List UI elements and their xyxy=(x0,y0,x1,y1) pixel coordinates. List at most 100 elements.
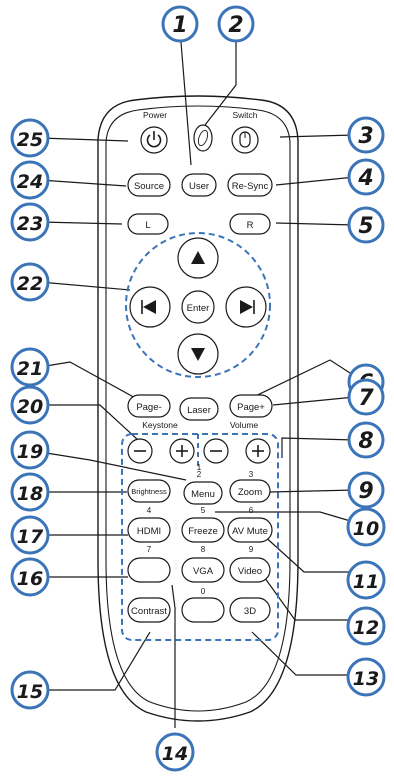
digit-8: 8 xyxy=(201,545,206,554)
vga-button[interactable]: VGA xyxy=(181,557,225,583)
video-button[interactable]: Video xyxy=(229,557,271,583)
svg-text:12: 12 xyxy=(353,617,379,639)
svg-text:11: 11 xyxy=(353,571,379,593)
svg-text:Video: Video xyxy=(238,566,262,577)
down-arrow-icon xyxy=(191,348,205,361)
menu-button[interactable]: Menu xyxy=(183,481,223,505)
callout-17: 17 xyxy=(10,515,50,555)
svg-text:Page+: Page+ xyxy=(237,402,265,413)
callout-19: 19 xyxy=(10,430,50,470)
svg-text:18: 18 xyxy=(17,483,43,505)
laser-led xyxy=(193,124,213,152)
zoom-button[interactable]: Zoom xyxy=(229,479,271,503)
svg-text:Laser: Laser xyxy=(187,405,211,416)
laser-button[interactable]: Laser xyxy=(179,397,219,421)
callout-22: 22 xyxy=(10,262,50,302)
svg-text:5: 5 xyxy=(358,214,373,239)
svg-text:2: 2 xyxy=(228,13,243,38)
svg-text:Contrast: Contrast xyxy=(131,606,167,617)
keystone-minus-button[interactable] xyxy=(127,438,153,464)
svg-text:23: 23 xyxy=(17,213,43,235)
svg-text:R: R xyxy=(247,220,254,231)
user-button[interactable]: User xyxy=(181,173,217,197)
callout-4: 4 xyxy=(347,158,385,196)
source-button[interactable]: Source xyxy=(127,173,171,197)
blank-button-7[interactable] xyxy=(127,557,171,583)
left-button[interactable] xyxy=(129,286,171,328)
right-button[interactable] xyxy=(225,286,267,328)
callout-11: 11 xyxy=(346,560,386,600)
power-button[interactable] xyxy=(140,126,168,154)
switch-button[interactable] xyxy=(231,126,259,154)
svg-text:AV Mute: AV Mute xyxy=(232,526,268,537)
volume-plus-button[interactable] xyxy=(245,438,271,464)
navigation-group-outline xyxy=(125,232,271,378)
callout-15: 15 xyxy=(10,670,50,710)
callout-16: 16 xyxy=(10,557,50,597)
svg-text:VGA: VGA xyxy=(193,566,214,577)
svg-text:13: 13 xyxy=(353,668,379,690)
callout-5: 5 xyxy=(347,206,385,244)
svg-text:Page-: Page- xyxy=(136,402,161,413)
callout-13: 13 xyxy=(346,657,386,697)
svg-text:8: 8 xyxy=(358,429,373,454)
svg-text:22: 22 xyxy=(17,273,43,295)
enter-button[interactable]: Enter xyxy=(181,290,215,324)
l-button[interactable]: L xyxy=(127,213,169,235)
callout-2: 2 xyxy=(217,5,255,43)
svg-text:Zoom: Zoom xyxy=(238,487,262,498)
blank-button-0[interactable] xyxy=(181,597,225,623)
freeze-button[interactable]: Freeze xyxy=(181,517,225,543)
switch-label: Switch xyxy=(232,110,257,120)
callout-14: 14 xyxy=(155,732,195,772)
digit-7: 7 xyxy=(147,545,152,554)
callout-3: 3 xyxy=(347,116,385,154)
svg-text:7: 7 xyxy=(358,386,374,411)
keystone-label: Keystone xyxy=(142,420,178,430)
callout-8: 8 xyxy=(347,421,385,459)
3d-button[interactable]: 3D xyxy=(229,597,271,623)
power-label: Power xyxy=(143,110,167,120)
left-arrow-icon xyxy=(143,300,156,314)
callout-12: 12 xyxy=(346,606,386,646)
svg-text:L: L xyxy=(145,220,150,231)
digit-6: 6 xyxy=(249,506,254,515)
resync-button[interactable]: Re-Sync xyxy=(227,173,273,197)
callout-23: 23 xyxy=(10,202,50,242)
digit-9: 9 xyxy=(249,545,254,554)
right-arrow-icon xyxy=(240,300,253,314)
svg-text:HDMI: HDMI xyxy=(137,526,161,537)
digit-4: 4 xyxy=(147,506,152,515)
svg-text:3: 3 xyxy=(358,124,373,149)
down-button[interactable] xyxy=(177,333,219,375)
callouts: 1 2 3 4 5 6 7 8 9 10 11 12 13 14 15 16 1… xyxy=(10,5,386,772)
digit-1: 1 xyxy=(197,463,202,472)
callout-21: 21 xyxy=(10,347,50,387)
callout-7: 7 xyxy=(347,378,385,416)
svg-text:19: 19 xyxy=(17,441,43,463)
volume-minus-button[interactable] xyxy=(203,438,229,464)
r-button[interactable]: R xyxy=(229,213,271,235)
contrast-button[interactable]: Contrast xyxy=(127,597,171,623)
svg-text:Brightness: Brightness xyxy=(131,487,167,496)
page-plus-button[interactable]: Page+ xyxy=(229,394,273,418)
brightness-button[interactable]: Brightness xyxy=(127,479,171,503)
av-mute-button[interactable]: AV Mute xyxy=(227,517,273,543)
up-button[interactable] xyxy=(177,237,219,279)
svg-text:9: 9 xyxy=(358,479,373,504)
callout-18: 18 xyxy=(10,472,50,512)
hdmi-button[interactable]: HDMI xyxy=(127,517,171,543)
svg-text:16: 16 xyxy=(17,568,43,590)
keystone-plus-button[interactable] xyxy=(169,438,195,464)
page-minus-button[interactable]: Page- xyxy=(127,394,171,418)
digit-2: 2 xyxy=(197,470,202,479)
svg-text:24: 24 xyxy=(17,171,43,193)
svg-text:14: 14 xyxy=(162,743,188,765)
svg-text:21: 21 xyxy=(17,358,43,380)
volume-label: Volume xyxy=(230,420,259,430)
callout-9: 9 xyxy=(347,471,385,509)
lower-button-group-outline xyxy=(121,433,279,641)
svg-text:10: 10 xyxy=(353,518,379,540)
callout-25: 25 xyxy=(10,118,50,158)
digit-3: 3 xyxy=(249,470,254,479)
